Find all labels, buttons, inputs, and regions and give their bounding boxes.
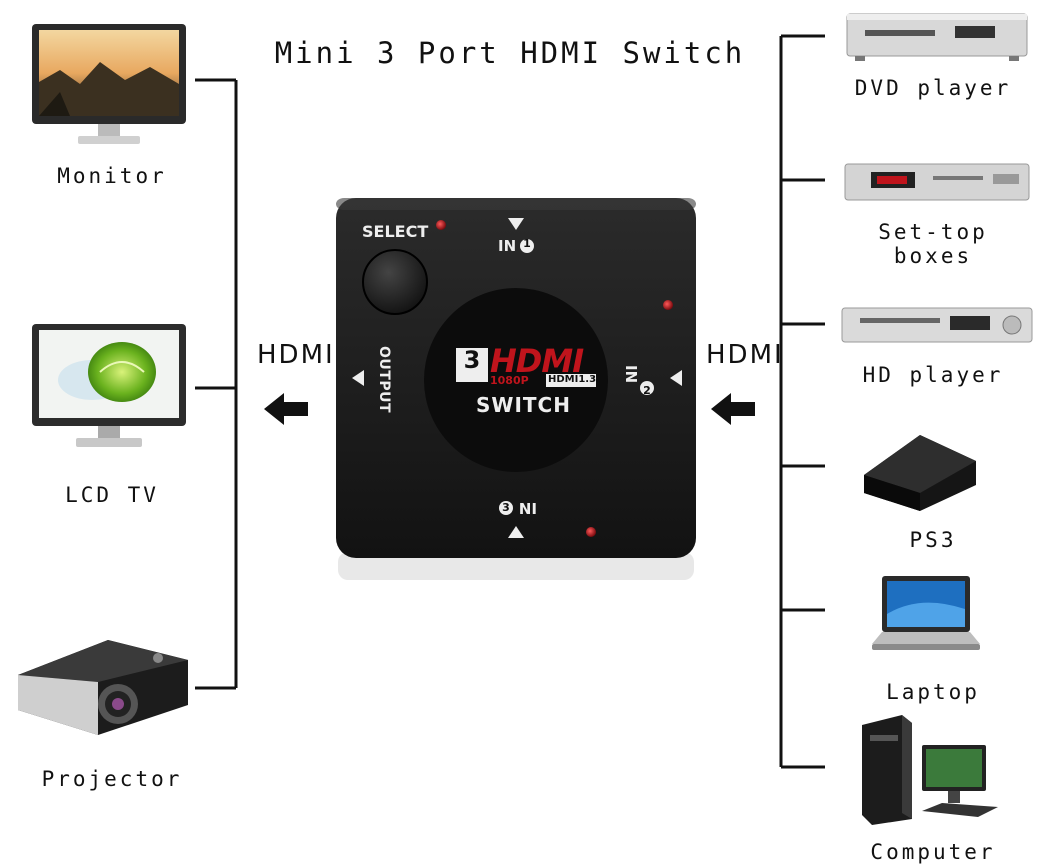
input-ps3-label: PS3 bbox=[909, 528, 957, 552]
logo-switch-text: SWITCH bbox=[476, 393, 571, 417]
select-button[interactable] bbox=[362, 249, 428, 315]
in1-number: 1 bbox=[523, 237, 531, 250]
lcd-tv-icon bbox=[32, 324, 186, 447]
in2-number: 2 bbox=[643, 384, 651, 397]
in3-number: 3 bbox=[502, 501, 510, 514]
led-in3-icon bbox=[586, 527, 596, 537]
hdmi-output-label: HDMI bbox=[257, 340, 335, 370]
input-laptop-label: Laptop bbox=[886, 680, 980, 704]
logo-resolution: 1080P bbox=[490, 374, 529, 387]
input-set-top-boxes-label: Set-top boxes bbox=[878, 220, 988, 268]
in1-triangle-icon bbox=[508, 218, 524, 230]
input-hd-player-label: HD player bbox=[862, 363, 1004, 387]
set-top-box-icon bbox=[844, 163, 1030, 201]
computer-icon bbox=[862, 715, 998, 825]
logo-hdmi-text: HDMI bbox=[490, 342, 584, 380]
led-in1-icon bbox=[436, 220, 446, 230]
output-monitor-label: Monitor bbox=[57, 164, 167, 188]
in3-label: IN bbox=[518, 499, 537, 517]
arrow-right-input-icon bbox=[711, 393, 755, 425]
in3-triangle-icon bbox=[508, 526, 524, 538]
hdmi-switch-device bbox=[336, 198, 696, 580]
input-dvd-player-label: DVD player bbox=[854, 76, 1012, 100]
arrow-left-icon bbox=[264, 393, 308, 425]
laptop-icon bbox=[872, 576, 980, 650]
in2-triangle-icon bbox=[670, 370, 682, 386]
logo-number: 3 bbox=[463, 346, 481, 374]
select-label: SELECT bbox=[362, 222, 429, 241]
monitor-icon bbox=[32, 24, 186, 144]
output-lcd-tv-label: LCD TV bbox=[65, 483, 159, 507]
ps3-console-icon bbox=[864, 435, 976, 511]
hdmi-input-label: HDMI bbox=[706, 340, 784, 370]
input-computer-label: Computer bbox=[870, 840, 996, 864]
diagram-title: Mini 3 Port HDMI Switch bbox=[274, 36, 746, 70]
hd-player-icon bbox=[841, 307, 1033, 343]
logo-version: HDMI1.3 bbox=[548, 374, 597, 385]
output-projector-label: Projector bbox=[41, 767, 183, 791]
in1-label: IN bbox=[498, 237, 517, 255]
led-in2-icon bbox=[663, 300, 673, 310]
output-label: OUTPUT bbox=[376, 346, 392, 413]
dvd-player-icon bbox=[846, 13, 1028, 61]
output-triangle-icon bbox=[352, 370, 364, 386]
projector-icon bbox=[18, 640, 188, 735]
in2-label: IN bbox=[622, 365, 640, 384]
